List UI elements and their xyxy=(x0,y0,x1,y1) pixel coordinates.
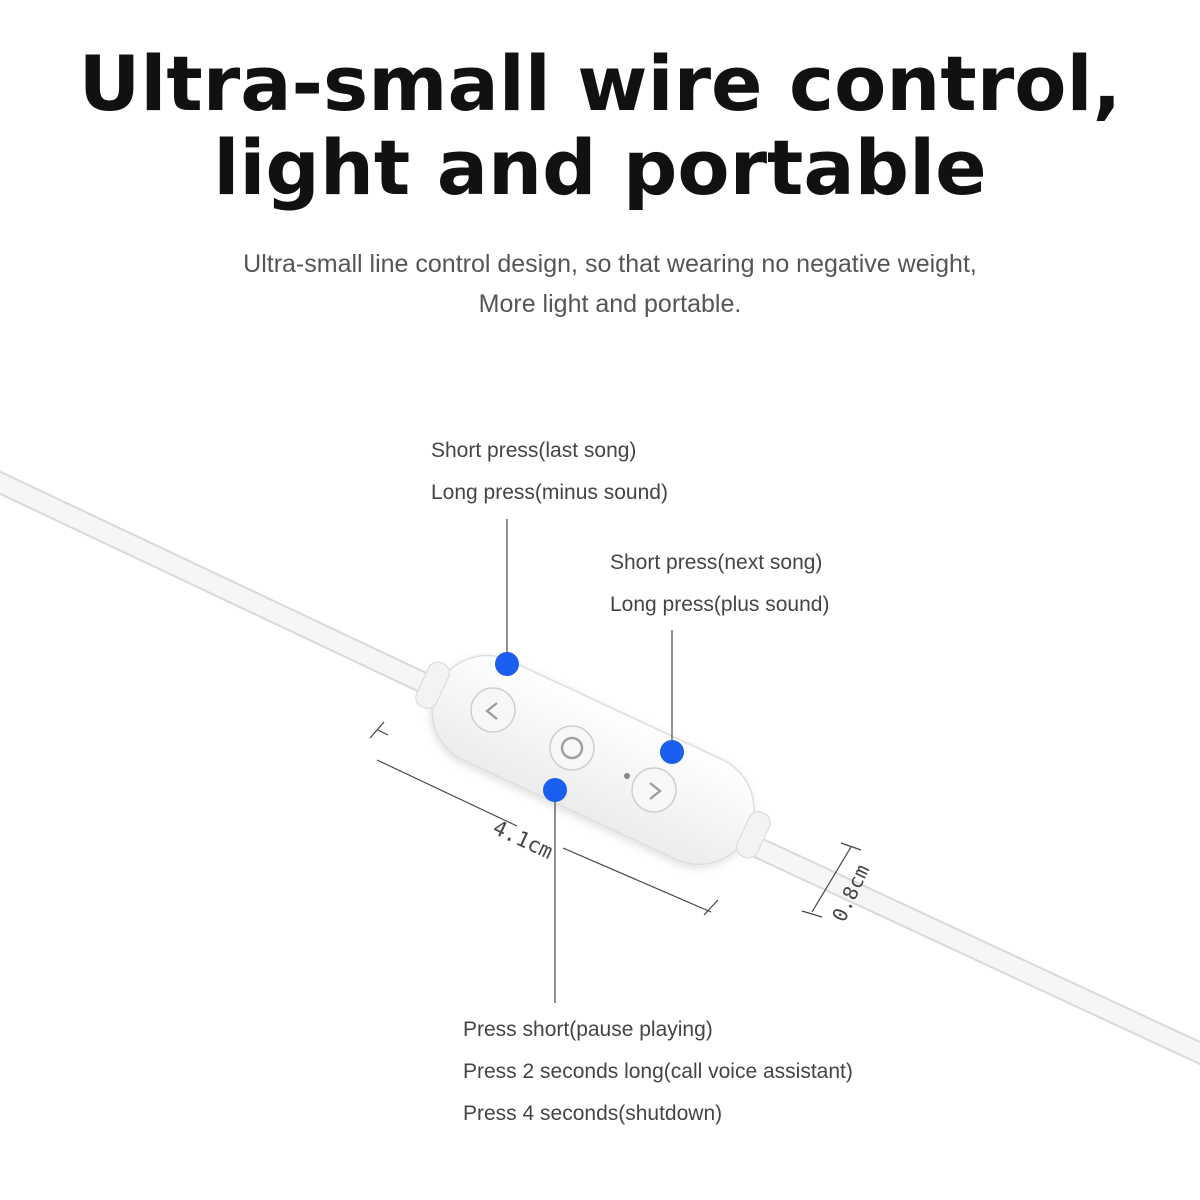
remote-body xyxy=(415,654,771,866)
chevron-left-icon xyxy=(485,702,498,720)
description: Ultra-small line control design, so that… xyxy=(0,244,1200,324)
description-line-2: More light and portable. xyxy=(478,290,742,318)
length-dimension xyxy=(369,721,719,916)
length-label: 4.1cm xyxy=(489,815,556,863)
title-line-1: Ultra-small wire control, xyxy=(78,39,1122,128)
center-short-label: Press short(pause playing) xyxy=(463,1018,713,1041)
title-line-2: light and portable xyxy=(213,123,987,212)
description-line-1: Ultra-small line control design, so that… xyxy=(243,250,977,278)
prev-short-label: Short press(last song) xyxy=(431,439,637,462)
play-pause-button[interactable] xyxy=(549,725,595,771)
center-two-sec-label: Press 2 seconds long(call voice assistan… xyxy=(463,1060,853,1083)
page-title: Ultra-small wire control, light and port… xyxy=(0,42,1200,210)
center-four-sec-label: Press 4 seconds(shutdown) xyxy=(463,1102,723,1125)
marker-prev xyxy=(495,652,519,676)
thickness-dimension xyxy=(801,842,862,918)
marker-next xyxy=(660,740,684,764)
next-short-label: Short press(next song) xyxy=(610,551,823,574)
cable xyxy=(0,470,1200,1066)
next-long-label: Long press(plus sound) xyxy=(610,593,830,616)
mic-hole xyxy=(624,773,630,779)
marker-center xyxy=(543,778,567,802)
prev-button[interactable] xyxy=(470,687,516,733)
circle-icon xyxy=(560,736,584,760)
next-button[interactable] xyxy=(631,767,677,813)
chevron-right-icon xyxy=(649,782,662,800)
prev-long-label: Long press(minus sound) xyxy=(431,481,668,504)
